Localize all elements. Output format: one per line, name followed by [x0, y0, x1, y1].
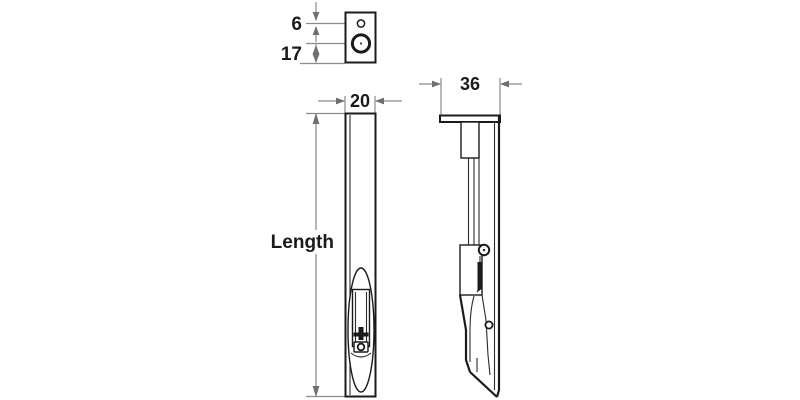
dim-36-arrow-right — [500, 80, 509, 88]
side-bolt-head-block — [460, 121, 480, 159]
side-lever-inner-curve — [469, 295, 475, 362]
top-detail-faceplate-outline — [344, 11, 377, 64]
dim-17-arrow-up — [312, 45, 320, 54]
side-top-flange — [439, 114, 501, 123]
side-pivot-center — [482, 248, 486, 252]
front-view: 20 Length — [271, 91, 402, 398]
side-mechanism-housing — [459, 244, 483, 296]
side-lever-arm-solid — [477, 262, 482, 292]
dim-17-label: 17 — [281, 44, 302, 65]
dim-length-label-backdrop — [283, 230, 337, 254]
top-detail-arrow-down-top — [312, 12, 320, 21]
top-detail-small-hole — [356, 19, 366, 28]
front-slide-knob-crossbar — [353, 332, 369, 337]
dim-20-arrow-left — [336, 97, 345, 105]
dim-17-arrow-down — [312, 54, 320, 63]
front-slide-pivot-hole — [356, 342, 366, 352]
side-lever-left-taper — [458, 294, 472, 373]
side-lower-pivot-hole — [484, 320, 494, 330]
side-body-right-edge — [495, 116, 501, 398]
dim-6-arrow-up — [312, 26, 320, 35]
dim-36-label: 36 — [460, 74, 480, 94]
side-lever-right-taper — [481, 294, 491, 376]
side-view: 36 — [419, 74, 522, 398]
top-detail-view: 6 17 — [281, 2, 377, 65]
dim-length-arrow-top — [312, 113, 320, 124]
dim-20-label: 20 — [350, 91, 370, 111]
top-detail-large-hole-center — [359, 42, 363, 45]
dim-36-arrow-left — [432, 80, 441, 88]
front-slide-lower-curve — [350, 352, 372, 358]
side-tail-taper — [469, 371, 498, 398]
dim-6-label: 6 — [291, 14, 302, 35]
dim-length-label: Length — [271, 232, 334, 253]
dim-length-arrow-bottom — [312, 386, 320, 397]
dim-20-arrow-right — [375, 97, 384, 105]
